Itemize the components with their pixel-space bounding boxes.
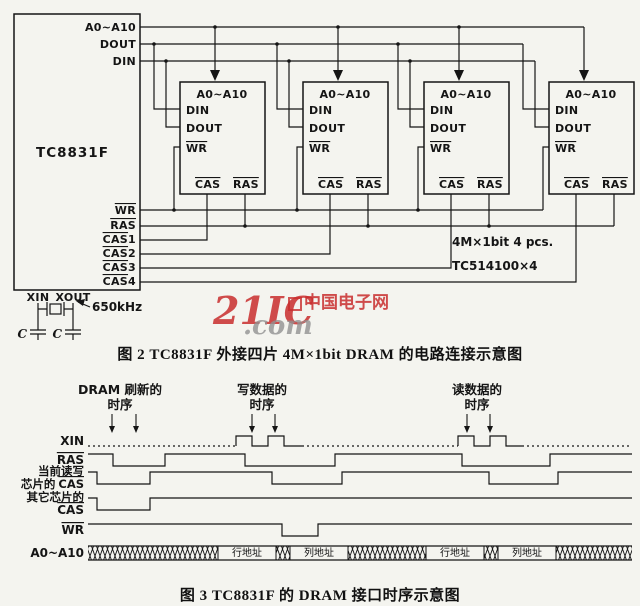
xin-write-pulses xyxy=(235,435,302,447)
pin-cas3: CAS3 xyxy=(103,261,136,274)
tc8831f-label: TC8831F xyxy=(36,145,109,161)
pin-xout: XOUT xyxy=(55,291,90,304)
dram-pin-dout: DOUT xyxy=(309,122,345,135)
dram-pin-cas: CAS xyxy=(564,178,589,191)
dram-pin-din: DIN xyxy=(309,104,332,117)
addr-drop-wires xyxy=(214,27,585,71)
crystal-plates xyxy=(46,302,65,316)
dram-pin-wr: WR xyxy=(555,142,576,155)
cap-left xyxy=(30,329,46,340)
dram-pin-din: DIN xyxy=(430,104,453,117)
junction-dots xyxy=(152,25,491,228)
dram-pin-wr: WR xyxy=(186,142,207,155)
watermark-com: .com xyxy=(243,311,313,341)
pin-cas4: CAS4 xyxy=(103,275,136,288)
ann-write-line1: 写数据的 xyxy=(237,382,287,397)
figure2-caption: 图 2 TC8831F 外接四片 4M×1bit DRAM 的电路连接示意图 xyxy=(117,347,523,363)
figure2-circuit-diagram: TC8831F A0~A10 DOUT DIN WR RAS CAS1 CAS2… xyxy=(13,13,635,340)
bus-label-row-2: 行地址 xyxy=(440,546,470,559)
sig-ras: RAS xyxy=(57,453,84,467)
cas3-wire xyxy=(140,194,452,269)
pin-xin: XIN xyxy=(27,291,50,304)
dram-pin-ras: RAS xyxy=(356,178,382,191)
sig-xin: XIN xyxy=(60,434,84,448)
dram-pin-ras: RAS xyxy=(233,178,259,191)
dram-pin-cas: CAS xyxy=(439,178,464,191)
cap-left-label: C xyxy=(17,327,27,340)
bus-label-col-1: 列地址 xyxy=(304,546,334,559)
pin-din: DIN xyxy=(113,55,136,68)
waveforms xyxy=(88,435,632,561)
dram-pin-ras: RAS xyxy=(602,178,628,191)
cas4-wire xyxy=(140,194,577,283)
ras-wave xyxy=(88,453,632,467)
din-drop-wires xyxy=(165,61,549,128)
bus-label-col-2: 列地址 xyxy=(512,546,542,559)
crystal-body xyxy=(49,303,62,315)
dram-pin-addr: A0~A10 xyxy=(440,88,491,101)
dram-pin-addr: A0~A10 xyxy=(319,88,370,101)
dram-chip-3: A0~A10 DIN DOUT WR CAS RAS xyxy=(423,81,510,195)
dram-pin-wr: WR xyxy=(430,142,451,155)
cas-other-wave xyxy=(88,497,632,511)
dram-pin-dout: DOUT xyxy=(186,122,222,135)
addr-hatch-segments xyxy=(88,546,632,560)
ann-read-line2: 时序 xyxy=(464,397,490,412)
cas2-wire xyxy=(140,194,331,255)
sig-cas-other-line1: 其它芯片的 xyxy=(27,490,85,504)
figure3-timing-diagram: DRAM 刷新的 时序 写数据的 时序 读数据的 时序 XIN RAS 当前读写… xyxy=(21,382,632,561)
dram-pin-dout: DOUT xyxy=(430,122,466,135)
freq-pointer-arrowhead xyxy=(76,299,85,306)
wr-wave xyxy=(88,523,632,537)
watermark-site: 中国电子网 xyxy=(304,293,389,313)
dram-pin-dout: DOUT xyxy=(555,122,591,135)
note-dram-part: TC514100×4 xyxy=(452,259,538,273)
annotation-arrowheads xyxy=(109,426,493,433)
cap-right-label: C xyxy=(52,327,62,340)
ras-bus-wires xyxy=(140,194,615,227)
freq-label: 650kHz xyxy=(92,300,142,314)
pin-cas1: CAS1 xyxy=(103,233,136,246)
pin-dout: DOUT xyxy=(100,38,136,51)
dram-chip-1: A0~A10 DIN DOUT WR CAS RAS xyxy=(179,81,266,195)
dram-chip-4: A0~A10 DIN DOUT WR CAS RAS xyxy=(548,81,635,195)
pin-cas2: CAS2 xyxy=(103,247,136,260)
annotation-arrow-lines xyxy=(111,414,491,427)
xin-xout-wires xyxy=(37,303,74,330)
sig-cas-current-line1: 当前读写 xyxy=(38,464,84,478)
note-dram-size: 4M×1bit 4 pcs. xyxy=(452,235,553,249)
addr-bus-arrowheads xyxy=(210,70,589,81)
sig-wr: WR xyxy=(62,523,84,537)
wr-bus-wires xyxy=(140,146,549,211)
ann-read-line1: 读数据的 xyxy=(452,382,502,397)
watermark-icon xyxy=(288,297,302,311)
cas-current-wave xyxy=(88,471,632,485)
ann-refresh-line1: DRAM 刷新的 xyxy=(78,382,162,397)
dram-pin-cas: CAS xyxy=(195,178,220,191)
ann-refresh-line2: 时序 xyxy=(107,397,133,412)
tc8831f-outline xyxy=(13,13,141,291)
sig-addr: A0~A10 xyxy=(30,546,84,560)
dram-pin-cas: CAS xyxy=(318,178,343,191)
cap-right xyxy=(65,329,81,340)
sig-cas-other-line2: CAS xyxy=(57,503,84,517)
dout-drop-wires xyxy=(153,44,549,110)
bus-wires xyxy=(140,26,615,283)
figure3-caption: 图 3 TC8831F 的 DRAM 接口时序示意图 xyxy=(179,588,461,604)
dram-pin-din: DIN xyxy=(555,104,578,117)
pin-a0a10: A0~A10 xyxy=(85,21,136,34)
dram-pin-addr: A0~A10 xyxy=(565,88,616,101)
pin-wr: WR xyxy=(115,204,136,217)
dram-pin-ras: RAS xyxy=(477,178,503,191)
dram-pin-din: DIN xyxy=(186,104,209,117)
pin-ras: RAS xyxy=(110,219,136,232)
dram-chip-2: A0~A10 DIN DOUT WR CAS RAS xyxy=(302,81,389,195)
dram-pin-addr: A0~A10 xyxy=(196,88,247,101)
dram-pin-wr: WR xyxy=(309,142,330,155)
cas1-wire xyxy=(140,194,208,241)
ann-write-line2: 时序 xyxy=(249,397,275,412)
bus-label-row-1: 行地址 xyxy=(232,546,262,559)
xin-read-pulses xyxy=(457,435,522,447)
